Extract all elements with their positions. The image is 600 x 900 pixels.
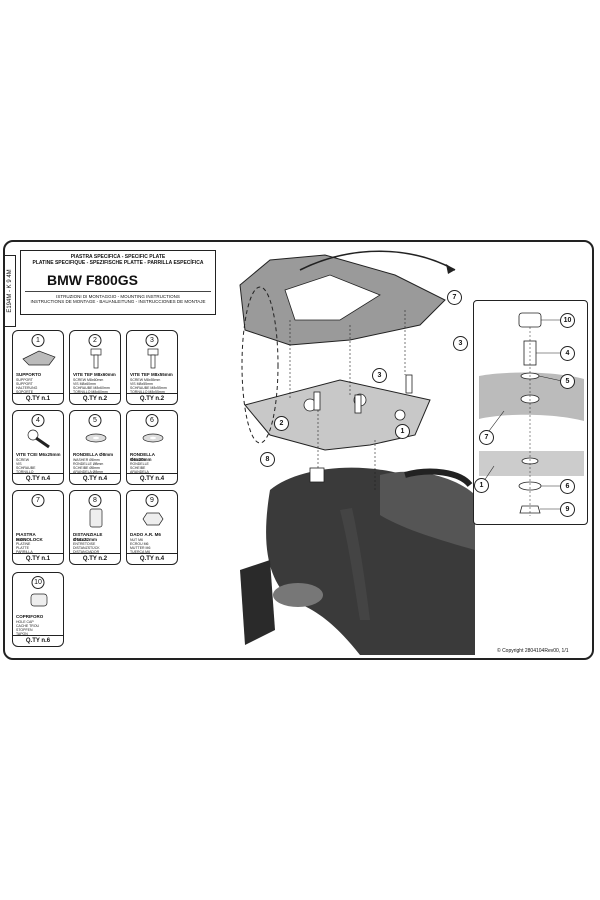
- part-quantity: Q.TY n.1: [13, 553, 63, 564]
- support-plate: [244, 379, 431, 451]
- part-number: 5: [88, 414, 102, 427]
- instructions-line-2: INSTRUCTIONS DE MONTAGE - BAUANLEITUNG -…: [30, 299, 206, 304]
- callout-3b: 3: [453, 336, 468, 351]
- part-quantity: Q.TY n.4: [70, 473, 120, 484]
- inset-callout-6: 6: [560, 479, 575, 494]
- part-description: WASHER RONDELLE SCHEIBE ARANDELA: [130, 458, 149, 474]
- part-quantity: Q.TY n.6: [13, 635, 63, 646]
- cap-icon: [19, 589, 57, 611]
- part-description: SCREW M8x55mm VIS M8x55mm SCHRAUBE M8x55…: [130, 378, 167, 394]
- part-number: 9: [145, 494, 159, 507]
- callout-1: 1: [395, 424, 410, 439]
- part-name: RONDELLA Ø6x20mm: [130, 452, 155, 462]
- hidden-outline: [241, 286, 279, 444]
- part-number: 4: [31, 414, 45, 427]
- sheet-code: E194M - K 9 4M: [4, 255, 16, 327]
- part-number: 2: [88, 334, 102, 347]
- license-plate: [240, 560, 275, 645]
- part-description: HOLE CAP CACHE TROU STOPFEN TAPON: [16, 620, 40, 636]
- detail-drawing: [479, 312, 584, 516]
- copyright: © Copyright 2804104Rev00, 1/1: [497, 648, 569, 654]
- part-quantity: Q.TY n.4: [127, 473, 177, 484]
- part-name: PIASTRA MONOLOCK: [16, 532, 43, 542]
- spacer-8: [309, 467, 325, 483]
- inset-cap: [518, 312, 542, 328]
- callout-7: 7: [447, 290, 462, 305]
- inset-callout-7: 7: [479, 430, 494, 445]
- callout-8: 8: [260, 452, 275, 467]
- nut-icon: [133, 507, 171, 529]
- title-box: PIASTRA SPECIFICA - SPECIFIC PLATE PLATI…: [20, 250, 216, 315]
- washer-icon: [133, 427, 171, 449]
- part-description: SCREW VIS SCHRAUBE TORNILLO: [16, 458, 36, 474]
- part-description: SCREW M8x60mm VIS M8x60mm SCHRAUBE M8x60…: [73, 378, 110, 394]
- rotation-arrow: [299, 250, 456, 271]
- part-description: WASHER Ø8mm RONDELLE Ø8mm SCHEIBE Ø8mm A…: [73, 458, 104, 474]
- part-quantity: Q.TY n.1: [13, 393, 63, 404]
- part-quantity: Q.TY n.2: [70, 393, 120, 404]
- part-name: SUPPORTO: [16, 372, 42, 377]
- part-name: COPRIFORO: [16, 614, 44, 619]
- part-quantity: Q.TY n.2: [70, 553, 120, 564]
- bolt-icon: [76, 347, 114, 369]
- part-name: DADO A.R. M6: [130, 532, 161, 537]
- grab-rail: [404, 468, 473, 488]
- inset-callout-4: 4: [560, 346, 575, 361]
- part-name: VITE TEF M8x60mm: [73, 372, 116, 377]
- part-quantity: Q.TY n.2: [127, 393, 177, 404]
- part-description: NUT M6 ECROU M6 MUTTER M6 TUERCA M6: [130, 538, 151, 554]
- part-name: RONDELLA Ø8mm: [73, 452, 114, 457]
- part-number: 3: [145, 334, 159, 347]
- part-description: SPACER ENTRETOISE DISTANZSTÜCK DISTANCIA…: [73, 538, 100, 554]
- part-number: 1: [31, 334, 45, 347]
- bolt-icon: [133, 347, 171, 369]
- title-line-2: PLATINE SPECIFIQUE - SPEZIFISCHE PLATTE …: [32, 260, 204, 266]
- spacer-icon: [76, 507, 114, 529]
- part-name: VITE TEF M8x55mm: [130, 372, 173, 377]
- callout-2: 2: [274, 416, 289, 431]
- bolt-2a: [313, 391, 321, 411]
- part-quantity: Q.TY n.4: [127, 553, 177, 564]
- part-quantity: Q.TY n.4: [13, 473, 63, 484]
- inset-callout-10: 10: [560, 313, 575, 328]
- inset-callout-9: 9: [560, 502, 575, 517]
- inset-nut: [519, 505, 541, 514]
- exploded-diagram: [239, 250, 475, 655]
- side-handle: [340, 508, 370, 620]
- instructions-line-1: ISTRUZIONI DI MONTAGGIO - MOUNTING INSTR…: [56, 294, 180, 299]
- bolt-3a: [354, 394, 362, 414]
- part-name: VITE TCEI M6x25mm: [16, 452, 61, 457]
- title-line-1: PIASTRA SPECIFICA - SPECIFIC PLATE: [70, 254, 166, 260]
- part-number: 6: [145, 414, 159, 427]
- blank-icon: [19, 507, 57, 529]
- inset-callout-5: 5: [560, 374, 575, 389]
- washer-icon: [76, 427, 114, 449]
- title-divider: [25, 291, 211, 292]
- part-number: 8: [88, 494, 102, 507]
- bolt-3b: [405, 374, 413, 394]
- tail-light: [273, 583, 323, 607]
- part-description: SUPPORT SUPPORT HALTERUNG SOPORTE: [16, 378, 38, 394]
- model-name: BMW F800GS: [47, 272, 139, 288]
- allen-screw-icon: [19, 427, 57, 449]
- callout-3a: 3: [372, 368, 387, 383]
- inset-callout-1: 1: [474, 478, 489, 493]
- part-description: PLATE PLATINE PLATTE PARRILLA: [16, 538, 33, 554]
- plate-icon: [19, 347, 57, 369]
- part-number: 10: [31, 576, 45, 589]
- part-name: DISTANZIALE Ø16x22mm: [73, 532, 103, 542]
- seat: [380, 471, 475, 550]
- part-number: 7: [31, 494, 45, 507]
